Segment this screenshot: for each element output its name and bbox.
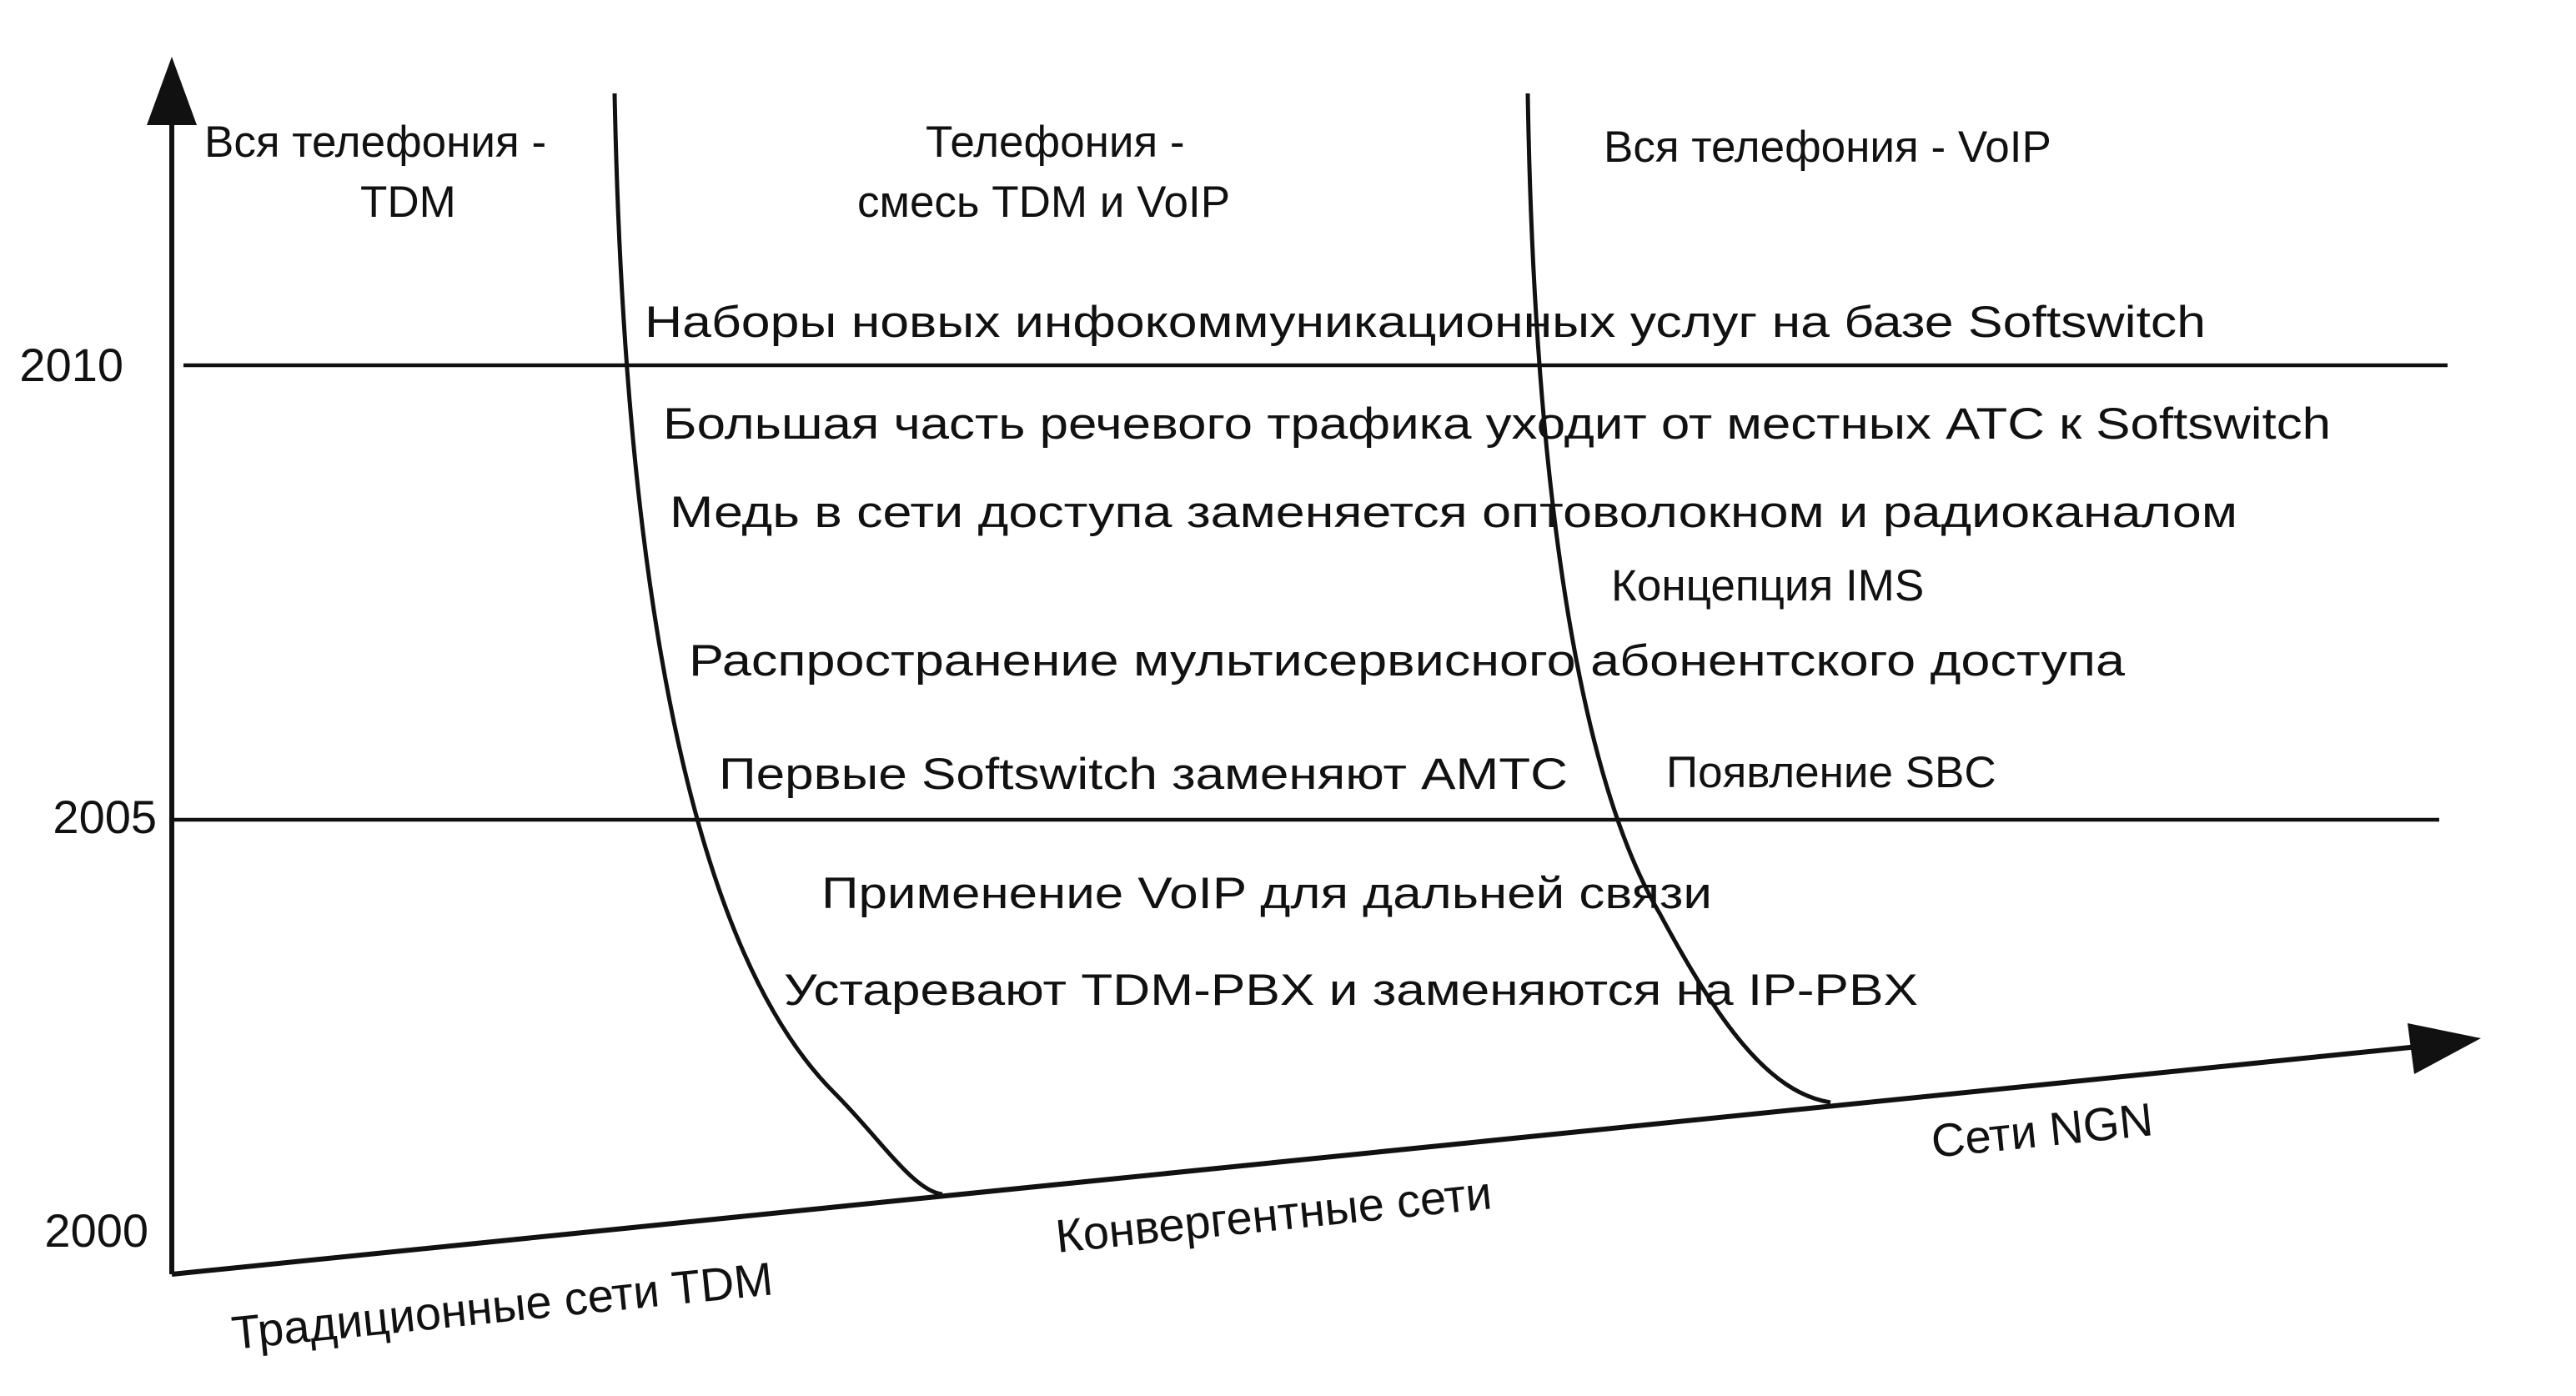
year-label-2005: 2005 bbox=[53, 791, 157, 843]
time-axis-arrowhead bbox=[147, 57, 197, 125]
event-sbc-appearance: Появление SBC bbox=[1666, 748, 1996, 797]
phase-voip: Вся телефония - VoIP bbox=[1604, 123, 2051, 172]
phase-tdm-line2: TDM bbox=[360, 178, 456, 227]
event-service-sets: Наборы новых инфокоммуникационных услуг … bbox=[645, 298, 2206, 347]
phase-mix-line1: Телефония - bbox=[926, 118, 1185, 167]
event-voip-long-distance: Применение VoIP для дальней связи bbox=[821, 869, 1712, 918]
network-axis bbox=[171, 1044, 2419, 1277]
year-label-2010: 2010 bbox=[19, 339, 123, 391]
event-first-softswitch: Первые Softswitch заменяют АМТС bbox=[719, 750, 1568, 799]
tdm-to-convergent-curve bbox=[612, 93, 943, 1197]
era-ngn: Сети NGN bbox=[1929, 1092, 2156, 1168]
era-traditional-tdm: Традиционные сети TDM bbox=[229, 1252, 776, 1359]
convergent-to-ngn-curve bbox=[1525, 93, 1831, 1105]
network-axis-arrowhead bbox=[2408, 1023, 2481, 1074]
event-multiservice-access: Распространение мультисервисного абонент… bbox=[689, 636, 2126, 685]
event-ims-concept: Концепция IMS bbox=[1611, 561, 1924, 610]
phase-mix-line2: смесь TDM и VoIP bbox=[857, 178, 1230, 227]
year-label-2000: 2000 bbox=[44, 1204, 148, 1257]
event-tdm-pbx-aging: Устаревают TDM-PBX и заменяются на IP-PB… bbox=[784, 966, 1918, 1015]
event-copper-replaced: Медь в сети доступа заменяется оптоволок… bbox=[670, 488, 2237, 537]
event-traffic-shift: Большая часть речевого трафика уходит от… bbox=[663, 399, 2331, 449]
phase-tdm-line1: Вся телефония - bbox=[204, 118, 546, 167]
